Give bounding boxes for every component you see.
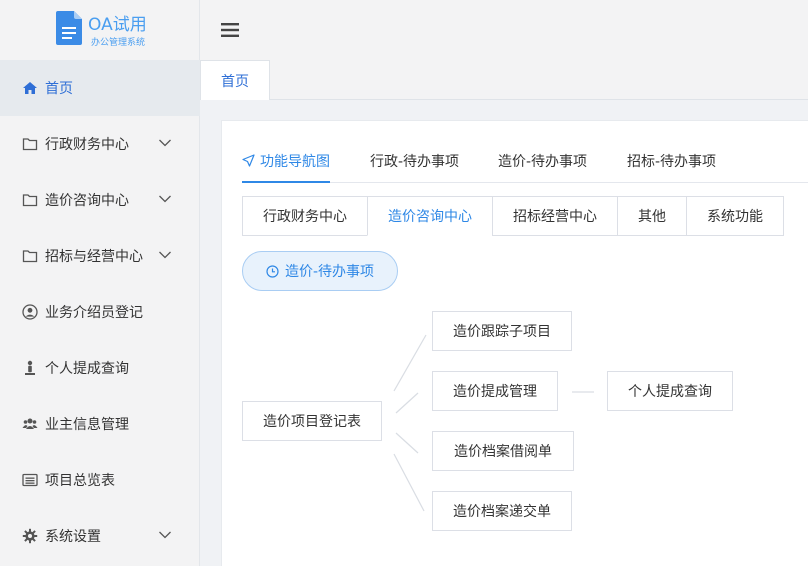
- sidebar-item-owners[interactable]: 业主信息管理: [0, 396, 200, 452]
- sidebar-item-label: 个人提成查询: [45, 361, 129, 377]
- sidebar-item-label: 业务介绍员登记: [45, 305, 143, 321]
- hamburger-icon[interactable]: [221, 22, 239, 38]
- folder-icon: [22, 138, 38, 151]
- clock-icon: [266, 264, 279, 278]
- person-icon: [25, 360, 35, 375]
- chevron-down-icon: [159, 195, 171, 203]
- top-header: [200, 0, 808, 60]
- page-tab-bar: 首页: [200, 60, 808, 101]
- sidebar: OA试用 办公管理系统 首页 行政财务中心 造价咨询中心 招标与经营中心: [0, 0, 200, 566]
- node-cost-archive-submit[interactable]: 造价档案递交单: [432, 491, 572, 531]
- subtab-bidding[interactable]: 招标经营中心: [492, 196, 618, 236]
- node-personal-commission-query[interactable]: 个人提成查询: [607, 371, 733, 411]
- sidebar-item-label: 项目总览表: [45, 473, 115, 489]
- chevron-down-icon: [159, 139, 171, 147]
- home-icon: [23, 82, 37, 94]
- app-title: OA试用: [88, 15, 147, 35]
- node-cost-project-register[interactable]: 造价项目登记表: [242, 401, 382, 441]
- nav-tabs: 功能导航图 行政-待办事项 造价-待办事项 招标-待办事项: [242, 151, 808, 183]
- users-icon: [22, 418, 38, 429]
- cost-todo-pill[interactable]: 造价-待办事项: [242, 251, 398, 291]
- subtab-cost-consulting[interactable]: 造价咨询中心: [367, 196, 493, 236]
- user-circle-icon: [22, 304, 38, 320]
- main-content: 功能导航图 行政-待办事项 造价-待办事项 招标-待办事项 行政财务中心 造价咨…: [200, 100, 808, 566]
- send-icon: [242, 154, 255, 167]
- sidebar-item-bidding[interactable]: 招标与经营中心: [0, 228, 200, 284]
- sidebar-item-home[interactable]: 首页: [0, 60, 200, 116]
- sidebar-item-label: 招标与经营中心: [45, 249, 143, 265]
- app-logo[interactable]: OA试用 办公管理系统: [0, 0, 200, 60]
- sidebar-item-cost-consulting[interactable]: 造价咨询中心: [0, 172, 200, 228]
- sidebar-item-introducer[interactable]: 业务介绍员登记: [0, 284, 200, 340]
- sidebar-item-commission[interactable]: 个人提成查询: [0, 340, 200, 396]
- subtab-system-functions[interactable]: 系统功能: [686, 196, 784, 236]
- subtab-admin-finance[interactable]: 行政财务中心: [242, 196, 368, 236]
- sidebar-item-settings[interactable]: 系统设置: [0, 508, 200, 564]
- sidebar-item-label: 行政财务中心: [45, 137, 129, 153]
- folder-icon: [22, 194, 38, 207]
- node-cost-archive-borrow[interactable]: 造价档案借阅单: [432, 431, 574, 471]
- tab-cost-todo[interactable]: 造价-待办事项: [498, 154, 588, 170]
- tab-admin-todo[interactable]: 行政-待办事项: [370, 154, 460, 170]
- app-subtitle: 办公管理系统: [91, 38, 146, 48]
- gear-icon: [22, 528, 38, 544]
- tab-label: 功能导航图: [260, 154, 330, 170]
- chevron-down-icon: [159, 251, 171, 259]
- sidebar-item-project-overview[interactable]: 项目总览表: [0, 452, 200, 508]
- subtab-other[interactable]: 其他: [617, 196, 687, 236]
- pill-label: 造价-待办事项: [284, 264, 375, 280]
- content-card: 功能导航图 行政-待办事项 造价-待办事项 招标-待办事项 行政财务中心 造价咨…: [221, 120, 808, 566]
- sidebar-item-label: 业主信息管理: [45, 417, 129, 433]
- tab-function-map[interactable]: 功能导航图: [242, 151, 330, 183]
- folder-icon: [22, 250, 38, 263]
- sidebar-item-label: 系统设置: [45, 529, 101, 545]
- node-cost-commission-management[interactable]: 造价提成管理: [432, 371, 558, 411]
- chevron-down-icon: [159, 531, 171, 539]
- list-icon: [22, 473, 38, 487]
- sidebar-item-admin-finance[interactable]: 行政财务中心: [0, 116, 200, 172]
- sidebar-item-label: 首页: [45, 81, 73, 97]
- page-tab-home[interactable]: 首页: [200, 60, 270, 101]
- node-cost-tracking-subproject[interactable]: 造价跟踪子项目: [432, 311, 572, 351]
- document-icon: [56, 11, 82, 45]
- tab-bidding-todo[interactable]: 招标-待办事项: [627, 154, 717, 170]
- sidebar-item-label: 造价咨询中心: [45, 193, 129, 209]
